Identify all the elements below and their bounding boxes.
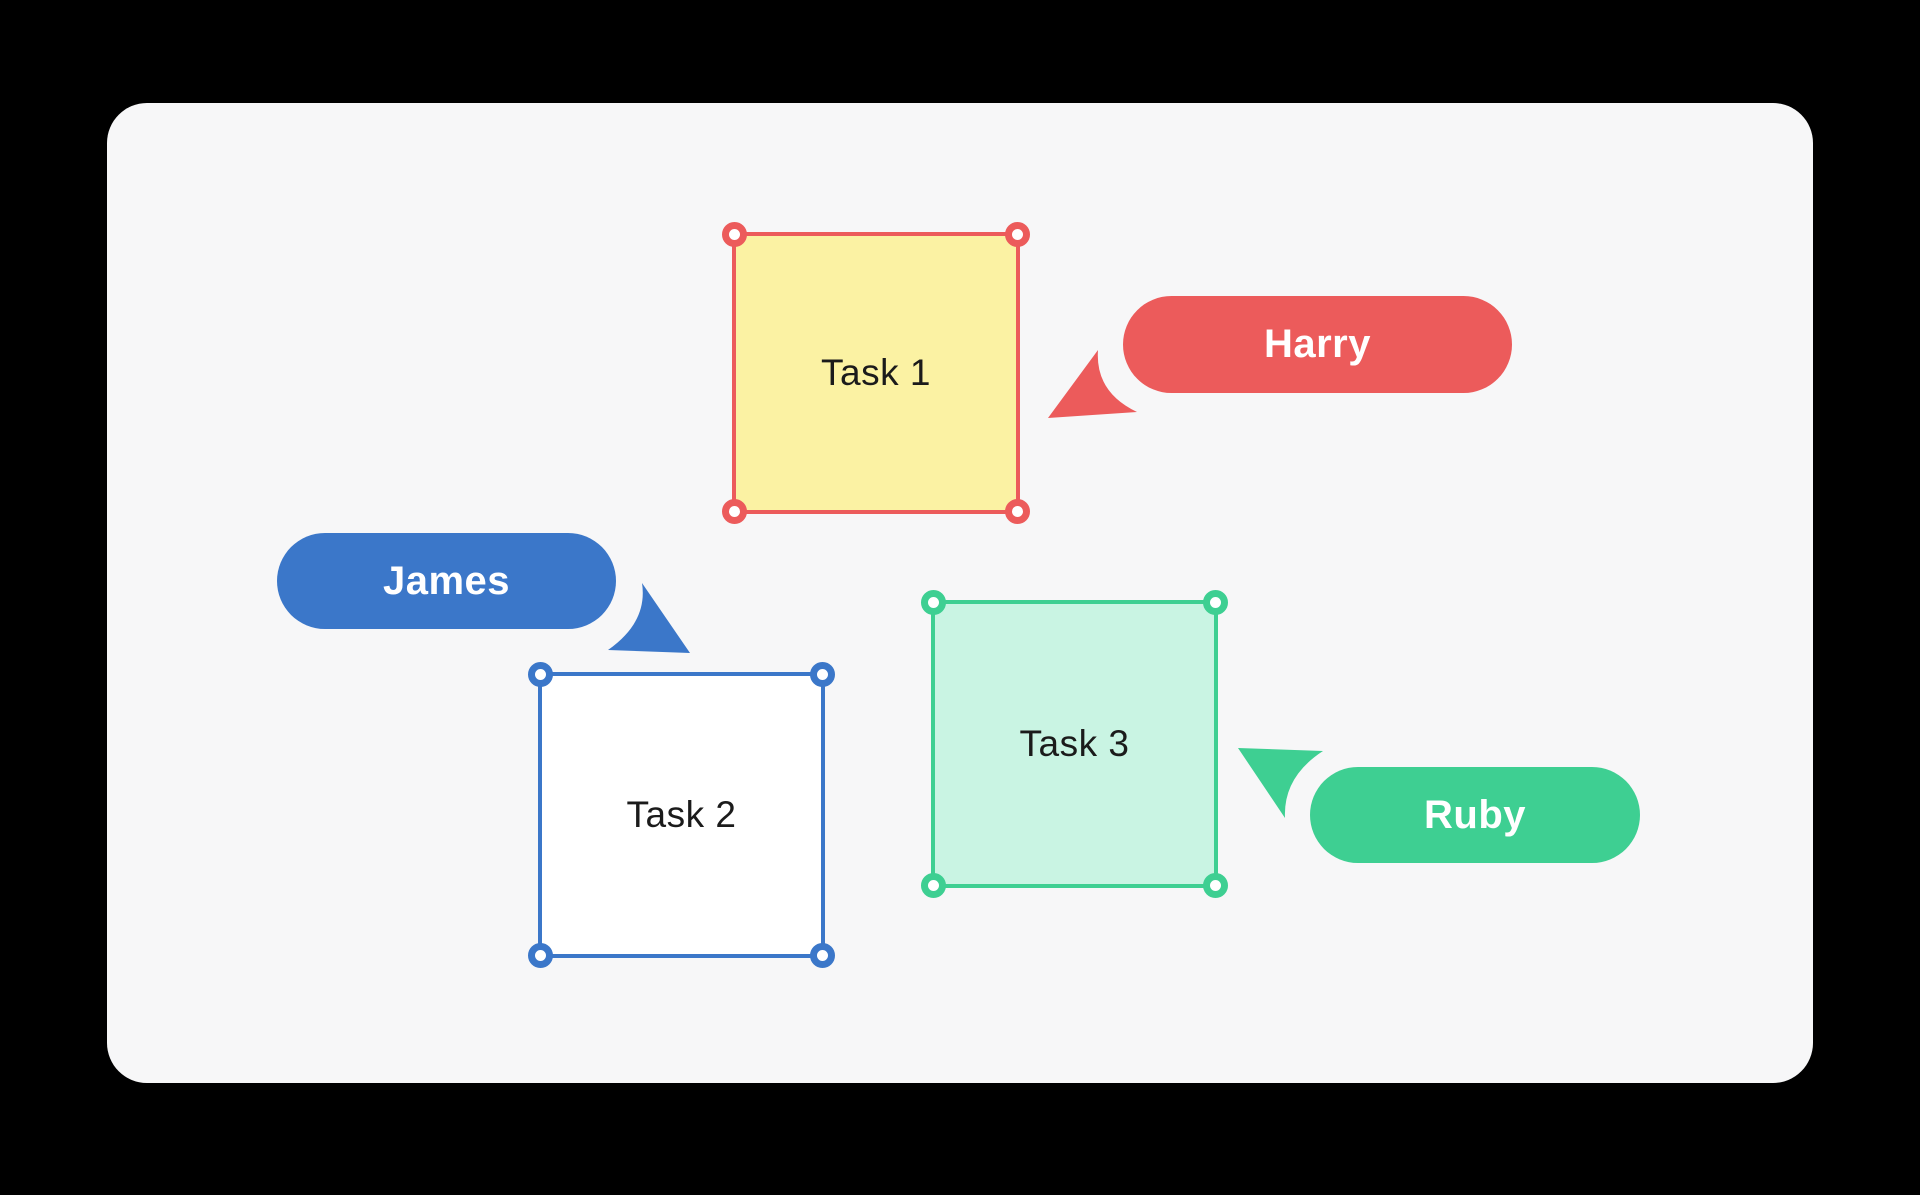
task-3-label: Task 3 xyxy=(1019,723,1130,764)
task-2-label: Task 2 xyxy=(626,794,737,835)
task-2-shape[interactable]: Task 2 xyxy=(528,662,835,968)
user-label-james: James xyxy=(277,533,616,629)
ruby-name-text: Ruby xyxy=(1424,792,1526,837)
task-3-resize-handle-bottom-left[interactable] xyxy=(921,873,946,898)
task-1-resize-handle-bottom-left[interactable] xyxy=(722,499,747,524)
task-1-resize-handle-top-right[interactable] xyxy=(1005,222,1030,247)
task-1-label: Task 1 xyxy=(821,352,931,393)
task-3-resize-handle-bottom-right[interactable] xyxy=(1203,873,1228,898)
task-3-shape[interactable]: Task 3 xyxy=(921,590,1228,898)
task-1-resize-handle-top-left[interactable] xyxy=(722,222,747,247)
whiteboard-canvas: Task 1 Task 2 Task 3 Harry James Ruby xyxy=(107,103,1813,1083)
task-1-shape[interactable]: Task 1 xyxy=(722,222,1030,524)
task-1-resize-handle-bottom-right[interactable] xyxy=(1005,499,1030,524)
task-3-resize-handle-top-right[interactable] xyxy=(1203,590,1228,615)
harry-name-text: Harry xyxy=(1263,322,1371,366)
james-cursor-icon xyxy=(608,583,690,653)
task-3-resize-handle-top-left[interactable] xyxy=(921,590,946,615)
ruby-cursor-icon xyxy=(1238,748,1323,818)
user-label-harry: Harry xyxy=(1123,296,1512,393)
task-2-resize-handle-top-right[interactable] xyxy=(810,662,835,687)
james-name-text: James xyxy=(382,558,511,603)
task-2-resize-handle-bottom-right[interactable] xyxy=(810,943,835,968)
task-2-resize-handle-bottom-left[interactable] xyxy=(528,943,553,968)
task-2-resize-handle-top-left[interactable] xyxy=(528,662,553,687)
harry-cursor-icon xyxy=(1048,350,1137,418)
user-label-ruby: Ruby xyxy=(1310,767,1640,863)
